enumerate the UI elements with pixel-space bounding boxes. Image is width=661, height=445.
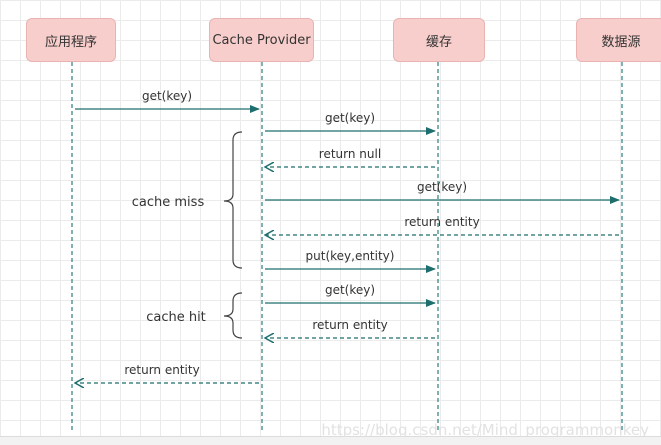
participant-datasource[interactable]: 数据源 <box>576 18 661 62</box>
participant-label: 应用程序 <box>44 34 97 50</box>
group-label: cache hit <box>146 310 206 325</box>
group-brace <box>223 292 243 339</box>
watermark-text: https://blog.csdn.net/Mind_programmonkey <box>321 421 649 439</box>
message-label: return null <box>319 147 381 161</box>
participant-cache-provider[interactable]: Cache Provider <box>209 18 314 62</box>
message-label: get(key) <box>325 111 375 125</box>
participant-app[interactable]: 应用程序 <box>26 18 116 62</box>
group-label: cache miss <box>132 195 205 210</box>
participant-label: 缓存 <box>425 34 452 50</box>
bottom-divider <box>0 436 661 445</box>
message-label: return entity <box>312 318 387 332</box>
message-label: get(key) <box>325 283 375 297</box>
message-label: get(key) <box>417 180 467 194</box>
participant-label: 数据源 <box>601 34 641 50</box>
message-label: get(key) <box>142 89 192 103</box>
participant-label: Cache Provider <box>212 32 311 48</box>
message-label: return entity <box>124 363 199 377</box>
message-label: put(key,entity) <box>306 249 395 263</box>
group-brace <box>223 131 243 269</box>
participant-cache[interactable]: 缓存 <box>393 18 485 62</box>
message-label: return entity <box>404 215 479 229</box>
